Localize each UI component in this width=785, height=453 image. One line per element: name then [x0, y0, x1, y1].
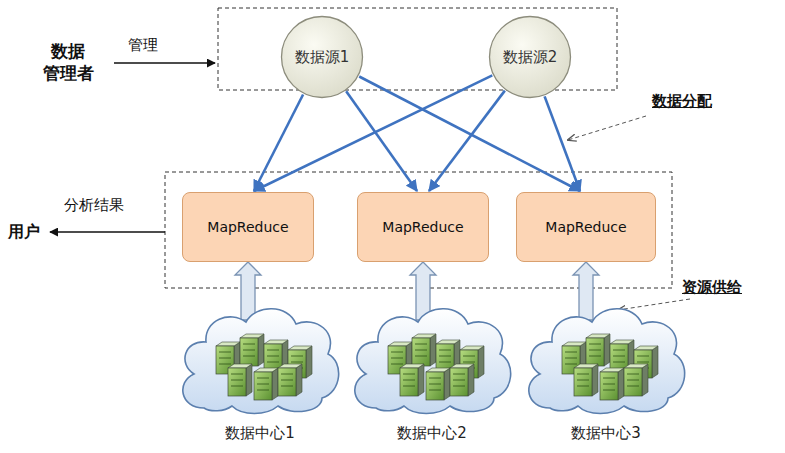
leader-line [568, 116, 646, 140]
server-icon [278, 364, 302, 396]
server-icon [412, 334, 436, 366]
cloud-outline [529, 309, 685, 414]
server-icon [240, 334, 264, 366]
data-center-cloud: 数据中心1 [172, 300, 348, 446]
text-label: 管理 [128, 36, 158, 55]
box-label: MapReduce [207, 219, 288, 235]
cloud-outline [355, 309, 511, 414]
cloud-outline [183, 309, 339, 414]
server-icon [586, 334, 610, 366]
server-icon [400, 364, 424, 396]
data-source-circle: 数据源1 [280, 15, 364, 99]
text-label: 资源供给 [682, 278, 742, 297]
source-label: 数据源1 [295, 48, 350, 67]
process-box: MapReduce [182, 192, 314, 262]
supply-arrow [573, 262, 599, 320]
source-label: 数据源2 [503, 48, 558, 67]
result-arrow [50, 231, 165, 233]
server-icon [450, 364, 474, 396]
box-label: MapReduce [382, 219, 463, 235]
server-icon [254, 368, 278, 400]
data-center-cloud: 数据中心3 [518, 300, 694, 446]
cloud-caption: 数据中心1 [172, 424, 348, 443]
data-center-cloud: 数据中心2 [344, 300, 520, 446]
server-icon [574, 364, 598, 396]
cloud-caption: 数据中心3 [518, 424, 694, 443]
leader-line [618, 299, 690, 310]
process-box: MapReduce [357, 192, 489, 262]
text-label: 分析结果 [64, 196, 124, 215]
box-label: MapReduce [545, 219, 626, 235]
server-icon [228, 364, 252, 396]
cloud-caption: 数据中心2 [344, 424, 520, 443]
distribution-arrow [254, 75, 492, 191]
server-icon [624, 364, 648, 396]
manage-arrow [114, 62, 215, 64]
server-icon [600, 368, 624, 400]
distribution-arrow [545, 96, 580, 191]
server-icon [426, 368, 450, 400]
cloud-illustration [172, 300, 342, 418]
text-label: 数据 管理者 [42, 40, 95, 84]
circle-fill [282, 17, 363, 98]
cloud-illustration [344, 300, 514, 418]
data-source-circle: 数据源2 [488, 15, 572, 99]
process-box: MapReduce [516, 192, 656, 262]
distribution-arrow [254, 95, 303, 191]
cloud-illustration [518, 300, 688, 418]
text-label: 数据分配 [652, 92, 712, 111]
distribution-arrow [429, 91, 505, 191]
text-label: 用户 [8, 222, 40, 243]
circle-fill [490, 17, 571, 98]
